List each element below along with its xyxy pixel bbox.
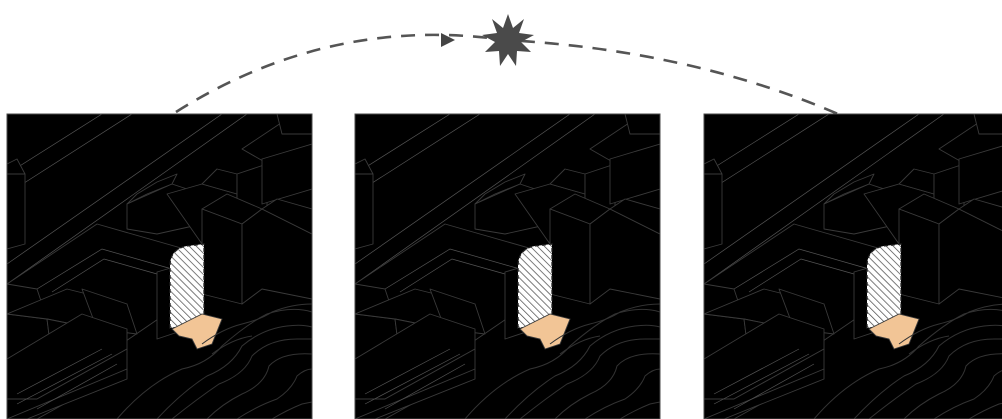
shadow-panel-evening <box>703 113 1002 419</box>
shadow-panel-noon <box>354 113 661 419</box>
arrow-right-icon <box>441 33 455 47</box>
shadow-panel-morning <box>6 113 313 419</box>
sun-icon <box>482 14 534 66</box>
